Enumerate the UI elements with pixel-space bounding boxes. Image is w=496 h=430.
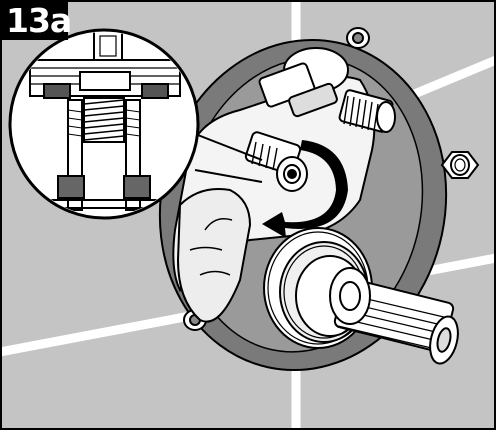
step-number-badge: 13a (2, 2, 72, 40)
detail-callout (8, 28, 200, 220)
hex-nut-icon (440, 151, 480, 179)
upper-cartridge (258, 47, 396, 133)
main-cartridge (263, 227, 459, 365)
rotation-arrow-icon (262, 140, 348, 238)
splined-stem (329, 267, 459, 365)
target-fitting (244, 131, 308, 192)
threaded-stub-upper (338, 89, 396, 133)
valve-body (172, 75, 376, 323)
